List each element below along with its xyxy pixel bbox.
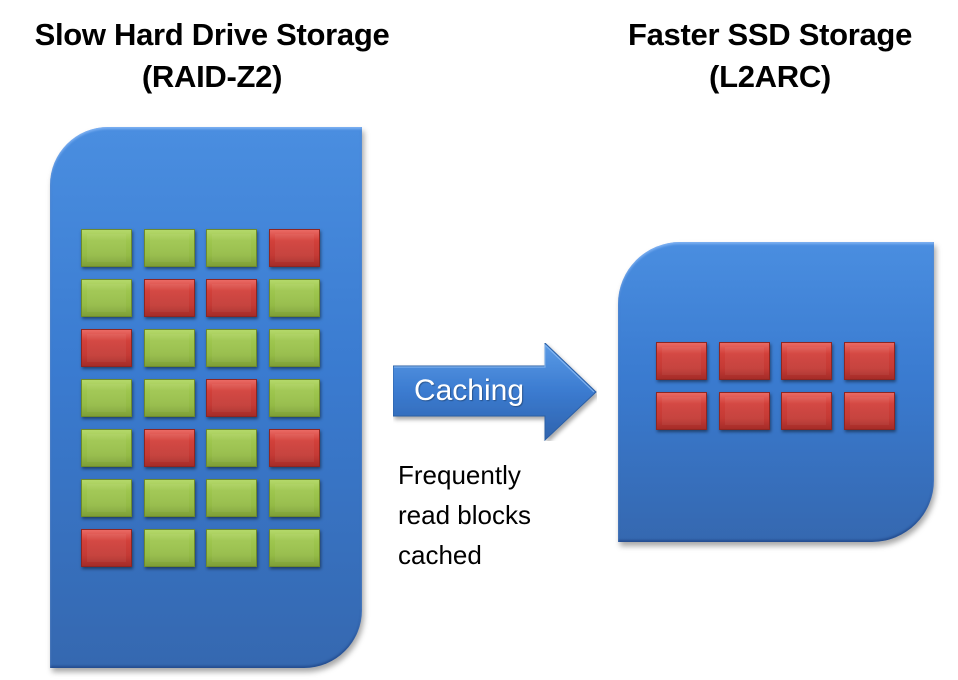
hard-drive-cold-block (206, 229, 257, 267)
hard-drive-cold-block (143, 479, 195, 517)
hard-drive-hot-block (81, 329, 132, 367)
ssd-hot-block (781, 342, 832, 380)
hard-drive-hot-block (268, 429, 320, 467)
hard-drive-title-line1: Slow Hard Drive Storage (34, 17, 390, 52)
hard-drive-hot-block (143, 279, 195, 317)
caption-line3: cached (398, 540, 482, 570)
ssd-title-line2: (L2ARC) (709, 59, 831, 94)
hard-drive-storage-title: Slow Hard Drive Storage (RAID-Z2) (0, 14, 424, 98)
caching-caption: Frequently read blocks cached (398, 455, 531, 575)
hard-drive-cold-block (206, 529, 257, 567)
hard-drive-title-line2: (RAID-Z2) (141, 59, 283, 94)
ssd-storage-title: Faster SSD Storage (L2ARC) (590, 14, 950, 98)
hard-drive-cold-block (81, 479, 132, 517)
ssd-hot-block (718, 392, 770, 430)
hard-drive-cold-block (268, 529, 320, 567)
hard-drive-cold-block (143, 229, 195, 267)
hard-drive-cold-block (143, 529, 195, 567)
hard-drive-cold-block (143, 379, 195, 417)
hard-drive-cold-block (268, 379, 320, 417)
ssd-hot-block (843, 392, 895, 430)
hard-drive-cold-block (81, 229, 132, 267)
ssd-block-grid (656, 342, 895, 430)
hard-drive-hot-block (143, 429, 195, 467)
hard-drive-hot-block (206, 279, 257, 317)
hard-drive-cold-block (268, 279, 320, 317)
ssd-storage-container (618, 242, 934, 542)
caching-arrow-icon (393, 343, 597, 441)
hard-drive-cold-block (268, 479, 320, 517)
hard-drive-storage-container (50, 127, 362, 668)
hard-drive-cold-block (81, 279, 132, 317)
hard-drive-hot-block (268, 229, 320, 267)
hard-drive-block-grid (81, 229, 320, 567)
ssd-hot-block (656, 342, 707, 380)
hard-drive-hot-block (206, 379, 257, 417)
hard-drive-cold-block (143, 329, 195, 367)
ssd-hot-block (781, 392, 832, 430)
ssd-title-line1: Faster SSD Storage (627, 17, 913, 52)
caption-line1: Frequently (398, 460, 521, 490)
ssd-hot-block (718, 342, 770, 380)
hard-drive-hot-block (81, 529, 132, 567)
hard-drive-cold-block (81, 379, 132, 417)
hard-drive-cold-block (206, 329, 257, 367)
hard-drive-cold-block (206, 479, 257, 517)
caching-label: Caching (413, 374, 525, 407)
hard-drive-cold-block (81, 429, 132, 467)
caption-line2: read blocks (398, 500, 531, 530)
ssd-hot-block (656, 392, 707, 430)
hard-drive-cold-block (206, 429, 257, 467)
hard-drive-cold-block (268, 329, 320, 367)
ssd-hot-block (843, 342, 895, 380)
